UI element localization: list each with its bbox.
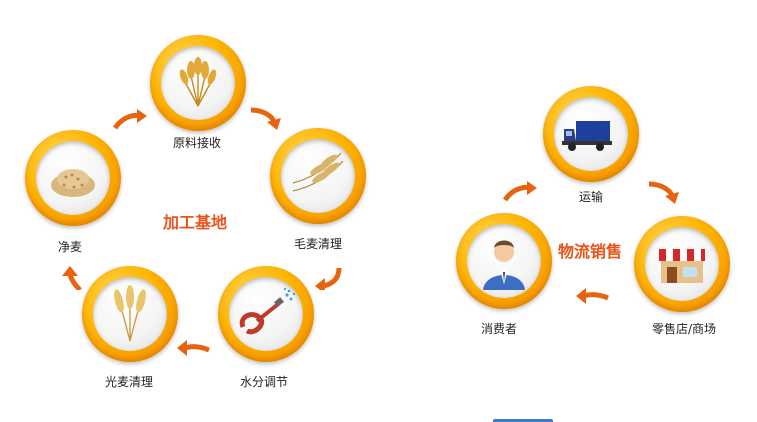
partial-tab-indicator <box>493 419 553 422</box>
grain-pile-icon <box>51 169 95 197</box>
logistics-title: 物流销售 <box>558 242 623 261</box>
step-label-transport: 运输 <box>578 190 604 204</box>
arrow-consumer-to-transport <box>503 181 537 202</box>
truck-icon <box>562 121 612 151</box>
step-label-wheat-cleaning: 毛麦清理 <box>293 237 343 251</box>
processing-title: 加工基地 <box>163 213 228 232</box>
wheat-ears-icon <box>292 152 344 192</box>
step-label-raw-material: 原料接收 <box>172 136 222 150</box>
step-label-retail-store: 零售店/商场 <box>651 322 717 336</box>
step-label-clean-wheat: 净麦 <box>57 240 83 254</box>
water-hose-icon <box>239 287 296 335</box>
step-label-moisture-adjust: 水分调节 <box>239 375 289 389</box>
arrow-clean-to-raw <box>113 109 147 130</box>
wheat-bundle-icon <box>179 57 217 107</box>
arrow-moisture-to-polished <box>177 340 210 356</box>
arrow-wheat-to-moisture <box>315 267 342 290</box>
step-label-polished-wheat: 光麦清理 <box>104 375 154 389</box>
arrow-transport-to-store <box>648 181 679 204</box>
wheat-stalks-icon <box>114 285 146 342</box>
arrow-polished-to-clean <box>62 266 82 290</box>
step-label-consumer: 消费者 <box>480 322 518 336</box>
arrow-raw-to-wheat <box>250 107 281 130</box>
consumer-icon <box>483 240 525 290</box>
store-icon <box>659 249 705 283</box>
arrow-store-to-consumer <box>576 288 609 304</box>
